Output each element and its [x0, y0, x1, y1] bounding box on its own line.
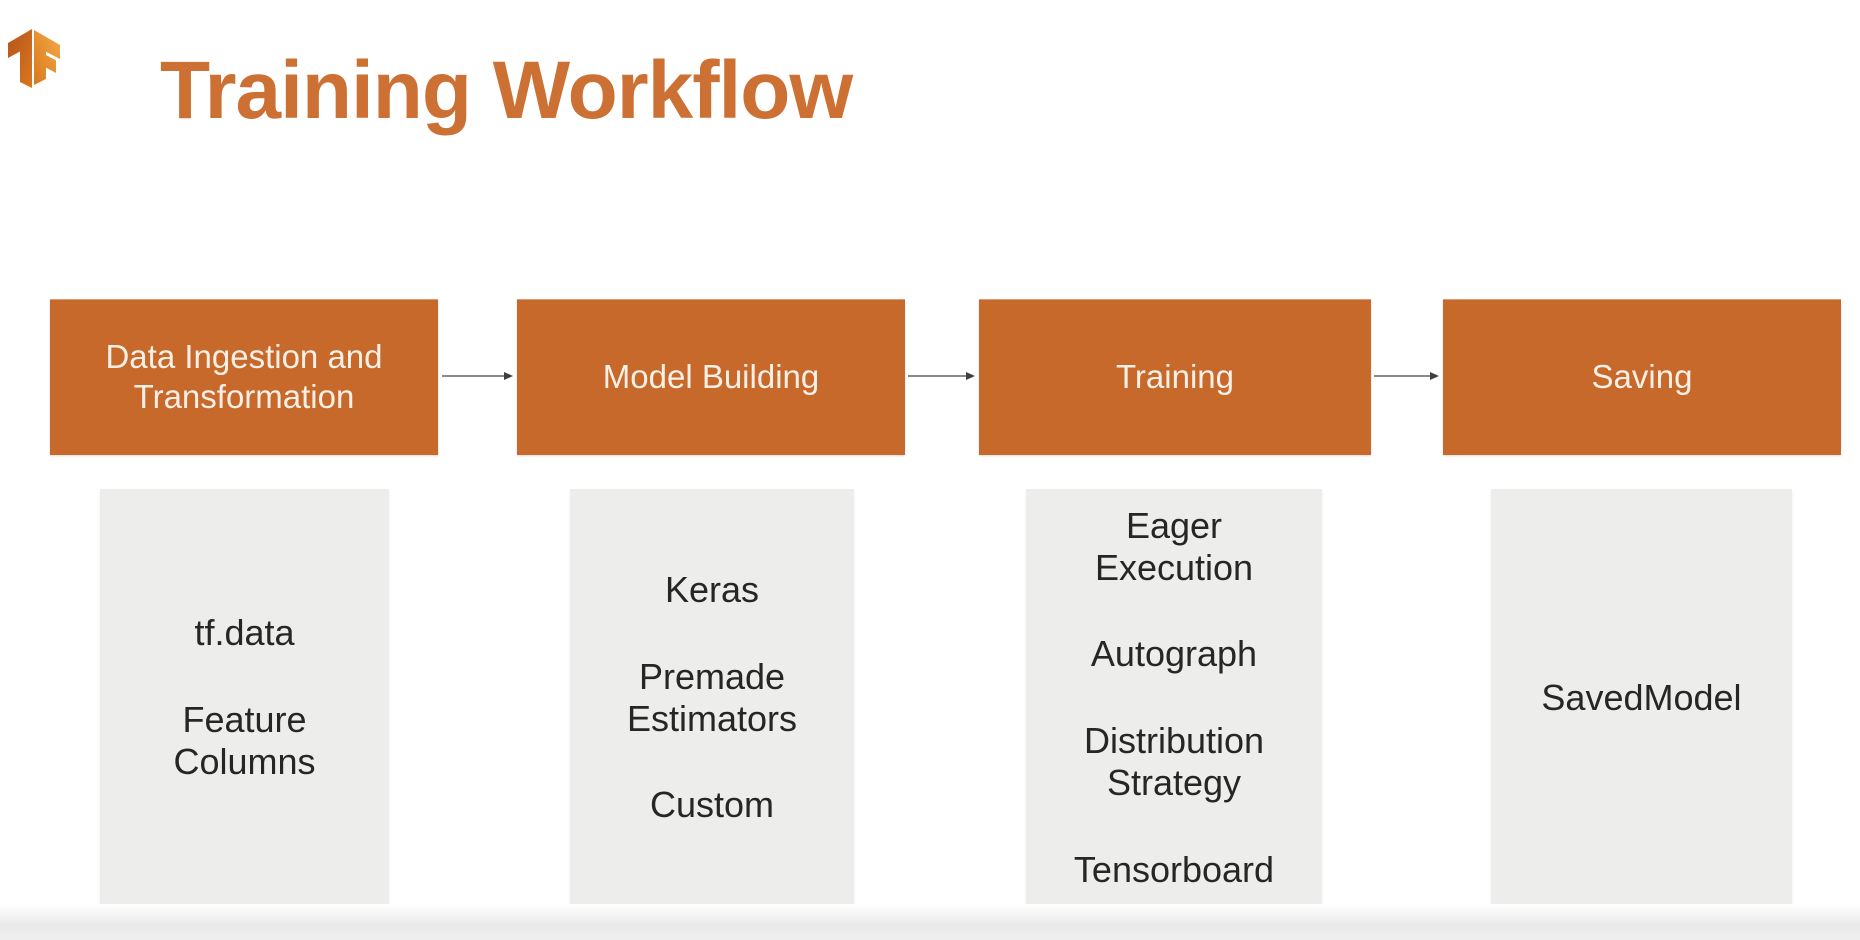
bottom-gradient-strip [0, 904, 1860, 940]
detail-box-data-ingestion: tf.data Feature Columns [100, 489, 389, 906]
detail-item: Premade Estimators [626, 655, 798, 739]
arrow-right-icon [908, 372, 975, 380]
logo-left-arrow [8, 29, 32, 88]
detail-box-saving: SavedModel [1491, 489, 1792, 906]
detail-box-model-building: Keras Premade Estimators Custom [570, 489, 854, 906]
logo-right-f [34, 30, 60, 85]
detail-item: tf.data [194, 612, 295, 654]
stage-label: Model Building [602, 357, 820, 395]
tensorflow-logo-icon [8, 29, 60, 88]
detail-item: Autograph [1090, 633, 1258, 675]
stage-label: Training [1116, 357, 1234, 395]
stage-box-saving: Saving [1443, 299, 1841, 455]
stage-label: Saving [1591, 357, 1693, 395]
arrow-right-icon [442, 372, 513, 380]
detail-item: Distribution Strategy [1083, 720, 1265, 803]
stage-box-training: Training [979, 299, 1371, 455]
detail-item: Tensorboard [1073, 848, 1275, 890]
detail-item: Custom [649, 784, 775, 826]
detail-box-training: Eager Execution Autograph Distribution S… [1026, 489, 1322, 906]
stage-box-model-building: Model Building [517, 299, 905, 455]
stage-box-data-ingestion: Data Ingestion and Transformation [50, 299, 438, 455]
detail-item: Feature Columns [173, 699, 316, 782]
detail-item: Keras [664, 569, 760, 610]
page-title: Training Workflow [160, 45, 853, 136]
detail-item: SavedModel [1541, 676, 1742, 718]
detail-item: Eager Execution [1094, 504, 1254, 588]
stage-label: Data Ingestion and Transformation [105, 337, 383, 415]
arrow-right-icon [1374, 372, 1439, 380]
